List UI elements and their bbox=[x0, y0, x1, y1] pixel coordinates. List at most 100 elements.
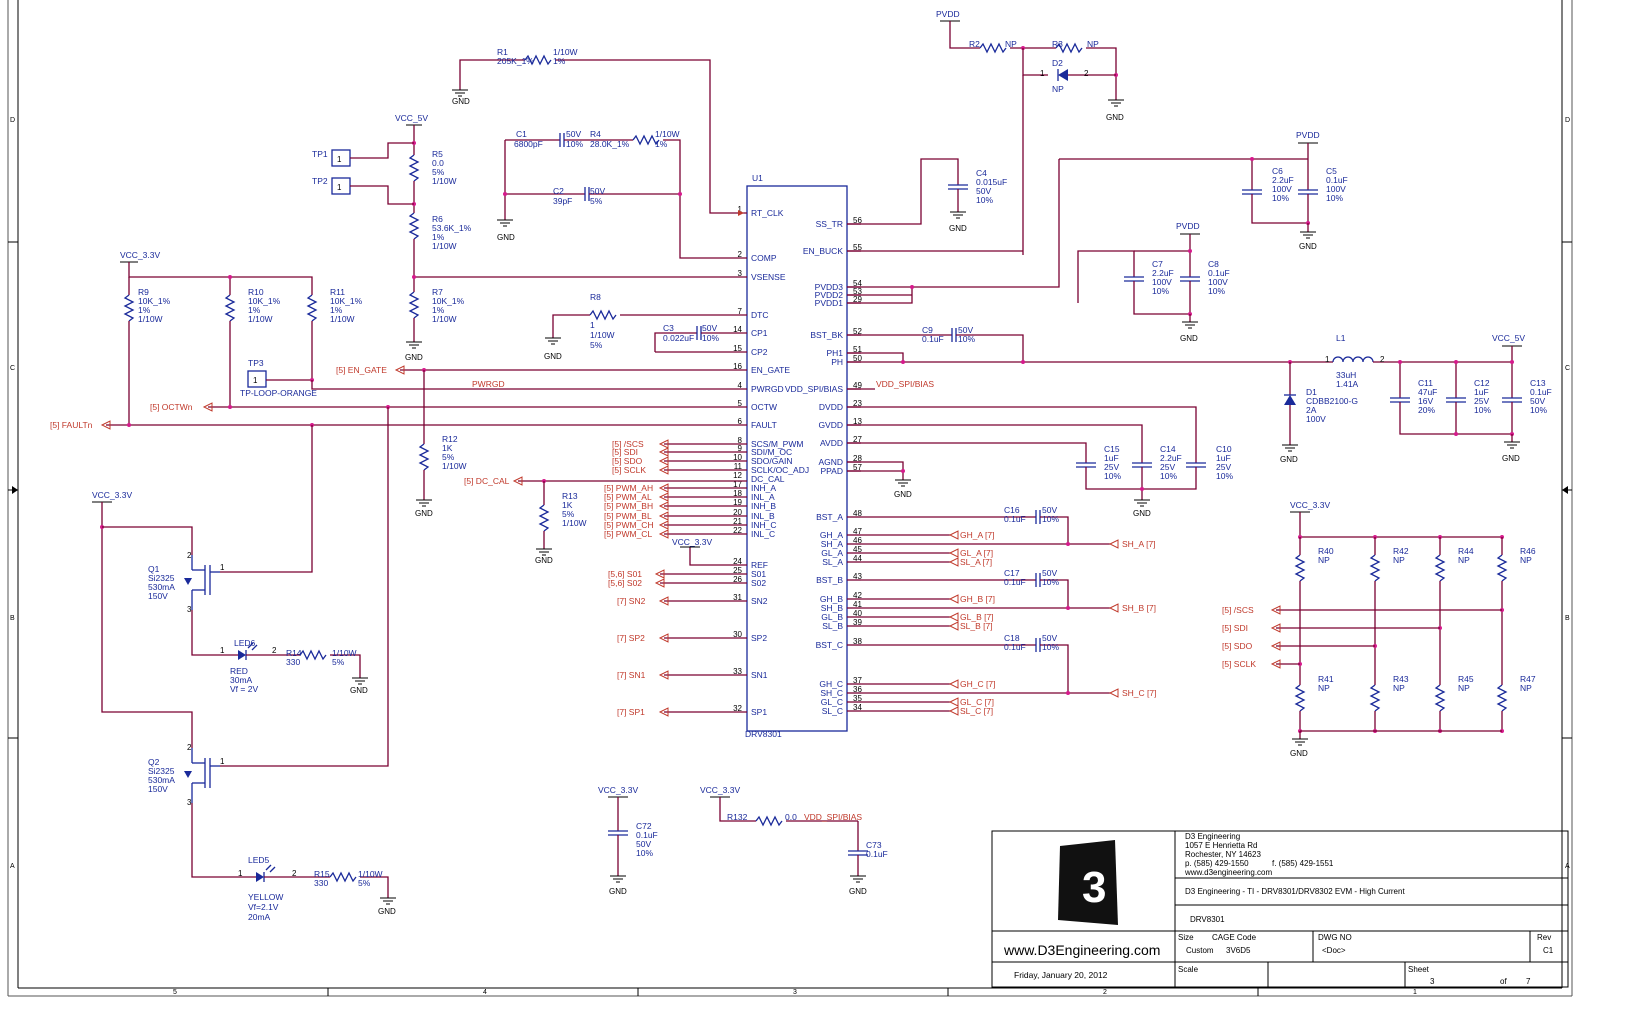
website-small[interactable]: www.d3engineering.com bbox=[1184, 868, 1272, 877]
ic-pin-name: VSENSE bbox=[751, 272, 786, 282]
c12-volt: 25V bbox=[1474, 396, 1489, 406]
ic-pin-name: S01 bbox=[751, 569, 766, 579]
r5-ref: R5 bbox=[432, 149, 443, 159]
address-line-2: Rochester, NY 14623 bbox=[1185, 850, 1261, 859]
ic-pin-number: 44 bbox=[853, 554, 862, 563]
gnd-label: GND bbox=[415, 509, 433, 518]
net-pwm-ah: [5] PWM_AH bbox=[604, 483, 653, 493]
c16-label: 10% bbox=[1042, 514, 1059, 524]
ic-pin-name: INH_C bbox=[751, 520, 777, 530]
sheet-number: 3 bbox=[1430, 977, 1435, 986]
company-name: D3 Engineering bbox=[1185, 832, 1240, 841]
r11-power: 1/10W bbox=[330, 314, 355, 324]
net-sh-b: SH_B [7] bbox=[1122, 603, 1156, 613]
ic-pin-number: 57 bbox=[853, 463, 862, 472]
zone-1: 1 bbox=[1413, 989, 1417, 996]
ic-pin-number: 18 bbox=[733, 489, 742, 498]
c6-value: 2.2uF bbox=[1272, 175, 1294, 185]
c12-value: 1uF bbox=[1474, 387, 1489, 397]
ic-pin-name: GH_A bbox=[820, 530, 843, 540]
net-pwm-bl: [5] PWM_BL bbox=[604, 511, 652, 521]
resistor-r7 bbox=[408, 291, 420, 319]
c12-ref: C12 bbox=[1474, 378, 1490, 388]
r41-ref: R41 bbox=[1318, 674, 1334, 684]
svg-text:2: 2 bbox=[272, 646, 277, 655]
ic-pin-number: 26 bbox=[733, 575, 742, 584]
zone-A: A bbox=[10, 863, 15, 870]
c15-volt: 25V bbox=[1104, 462, 1119, 472]
gnd-label: GND bbox=[1280, 455, 1298, 464]
ic-pin-name: SCS/M_PWM bbox=[751, 439, 803, 449]
ic-part: DRV8301 bbox=[745, 729, 782, 739]
c10-value: 1uF bbox=[1216, 453, 1231, 463]
c3-value: 0.022uF bbox=[663, 333, 694, 343]
c11-volt: 16V bbox=[1418, 396, 1433, 406]
ic-pin-number: 2 bbox=[738, 250, 743, 259]
ic-pin-name: BST_BK bbox=[810, 330, 843, 340]
led6-ref: LED6 bbox=[234, 638, 256, 648]
ic-pin-name: GL_A bbox=[821, 548, 843, 558]
resistor-r44 bbox=[1434, 554, 1446, 582]
ic-pin-name: SL_A bbox=[822, 557, 843, 567]
ic-pin-name: BST_C bbox=[816, 640, 843, 650]
c9-ref: C9 bbox=[922, 325, 933, 335]
ic-pin-name: CP1 bbox=[751, 328, 768, 338]
c3-tol: 10% bbox=[702, 333, 719, 343]
ic-pin-name: REF bbox=[751, 560, 768, 570]
c15-tol: 10% bbox=[1104, 471, 1121, 481]
bias-network: VCC_3.3V GND C72 0.1uF 50V 10% VCC_3.3V … bbox=[598, 785, 888, 896]
spi-pull-network: VCC_3.3V R40NPR41NPR42NPR43NPR44NPR45NPR… bbox=[1222, 500, 1536, 758]
r47-value: NP bbox=[1520, 683, 1532, 693]
tp1-label: TP1 bbox=[312, 149, 328, 159]
r43-value: NP bbox=[1393, 683, 1405, 693]
ic-pin-number: 21 bbox=[733, 517, 742, 526]
r10-power: 1/10W bbox=[248, 314, 273, 324]
resistor-r13 bbox=[538, 504, 550, 532]
c13-tol: 10% bbox=[1530, 405, 1547, 415]
gnd-label: GND bbox=[1106, 113, 1124, 122]
c5-tol: 10% bbox=[1326, 193, 1343, 203]
website-large[interactable]: www.D3Engineering.com bbox=[1003, 942, 1160, 958]
ic-pin-name: GH_C bbox=[819, 679, 843, 689]
r9-power: 1/10W bbox=[138, 314, 163, 324]
phone: p. (585) 429-1550 bbox=[1185, 859, 1249, 868]
r9-value: 10K_1% bbox=[138, 296, 171, 306]
tp3-value: TP-LOOP-ORANGE bbox=[240, 388, 317, 398]
r14-value: 330 bbox=[286, 657, 300, 667]
gnd-symbol-r1: GND bbox=[452, 85, 470, 106]
ic-pin-number: 37 bbox=[853, 676, 862, 685]
r11-ref: R11 bbox=[330, 287, 345, 297]
resistor-r9 bbox=[123, 294, 135, 322]
gnd-label: GND bbox=[1299, 242, 1317, 251]
ic-pin-number: 20 bbox=[733, 508, 742, 517]
net-right-scs: [5] /SCS bbox=[1222, 605, 1254, 615]
q1-part: Si2325 bbox=[148, 573, 175, 583]
ic-pin-number: 54 bbox=[853, 279, 862, 288]
ic-pin-number: 13 bbox=[853, 417, 862, 426]
ic-pin-name: SH_C bbox=[820, 688, 843, 698]
net-sp1: [7] SP1 bbox=[617, 707, 645, 717]
rev-value: C1 bbox=[1543, 946, 1554, 955]
ic-pin-number: 14 bbox=[733, 325, 742, 334]
ic-pin-name: SL_B bbox=[822, 621, 843, 631]
ic-pin-name: INH_A bbox=[751, 483, 776, 493]
dwg-value: <Doc> bbox=[1322, 946, 1346, 955]
c4-tol: 10% bbox=[976, 195, 993, 205]
title-block: 3 www.D3Engineering.com Friday, January … bbox=[991, 830, 1569, 988]
testpoint-tp3 bbox=[247, 370, 267, 388]
ic-pin-number: 15 bbox=[733, 344, 742, 353]
resistor-r12 bbox=[418, 443, 430, 471]
resistor-r5 bbox=[408, 154, 420, 182]
gnd-label: GND bbox=[497, 233, 515, 242]
gnd-label: GND bbox=[894, 490, 912, 499]
sheet-total: 7 bbox=[1526, 977, 1531, 986]
svg-text:3: 3 bbox=[187, 798, 192, 807]
led-driver-section: VCC_3.3V 1 2 3 Q1 Si2325 530mA 150V bbox=[92, 407, 396, 922]
c8-ref: C8 bbox=[1208, 259, 1219, 269]
r40-value: NP bbox=[1318, 555, 1330, 565]
tp3-ref: TP3 bbox=[248, 358, 264, 368]
zone-D: D bbox=[10, 117, 15, 124]
c14-tol: 10% bbox=[1160, 471, 1177, 481]
ic-pin-name: INL_C bbox=[751, 529, 775, 539]
